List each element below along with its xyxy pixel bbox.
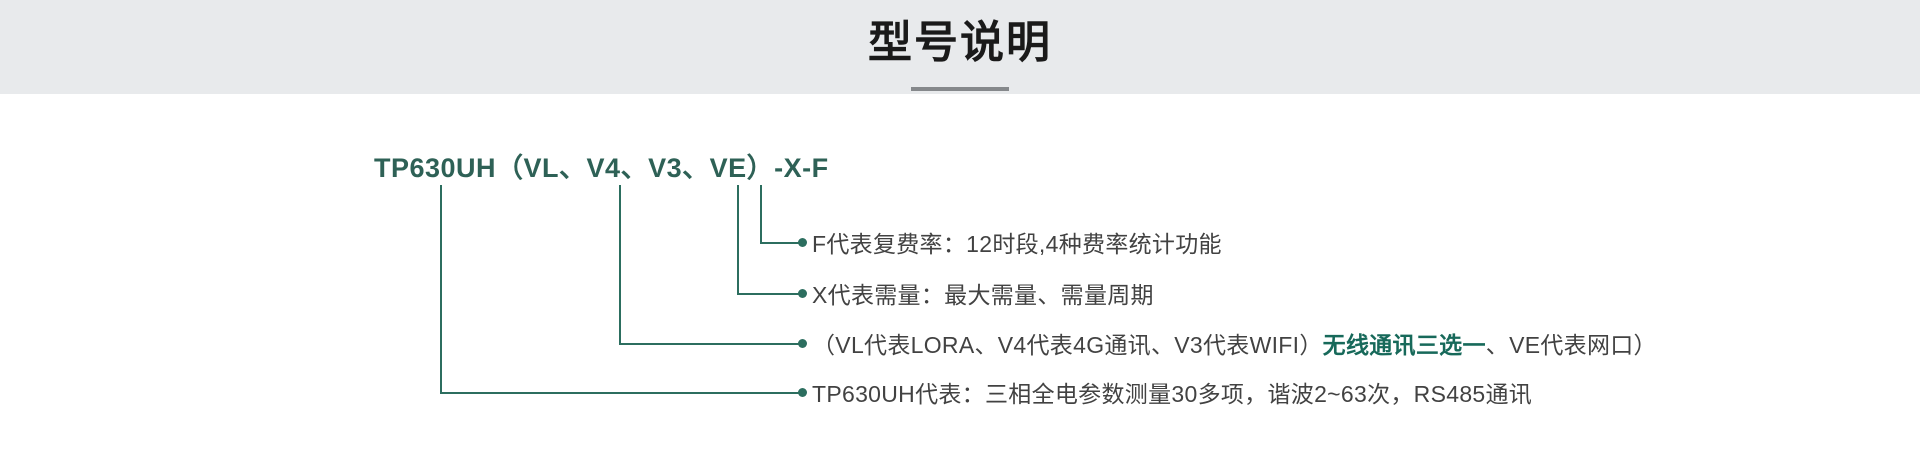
model-code: TP630UH（VL、V4、V3、VE）-X-F <box>374 153 829 183</box>
model-part-description-wireless: （VL代表LORA、V4代表4G通讯、V3代表WIFI）无线通讯三选一、VE代表… <box>812 326 1657 360</box>
model-part-description-f: F代表复费率：12时段,4种费率统计功能 <box>812 231 1222 257</box>
model-part-row-wireless: （VL代表LORA、V4代表4G通讯、V3代表WIFI）无线通讯三选一、VE代表… <box>798 327 1657 359</box>
model-part-row-f: F代表复费率：12时段,4种费率统计功能 <box>798 226 1222 258</box>
connector-line-base-model <box>440 185 802 394</box>
section-header: 型号说明 <box>0 0 1920 94</box>
model-diagramram: TP630UH（VL、V4、V3、VE）-X-F F代表复费率：12时段,4种费… <box>0 94 1920 460</box>
bullet-icon <box>798 237 807 247</box>
wireless-options-suffix: 、VE代表网口） <box>1485 332 1657 358</box>
title-divider <box>911 87 1009 91</box>
model-part-description-x: X代表需量：最大需量、需量周期 <box>812 282 1154 308</box>
wireless-options-prefix: （VL代表LORA、V4代表4G通讯、V3代表WIFI） <box>812 332 1323 358</box>
model-part-row-base: TP630UH代表：三相全电参数测量30多项，谐波2~63次，RS485通讯 <box>798 376 1532 408</box>
bullet-icon <box>798 338 807 348</box>
model-part-description-base: TP630UH代表：三相全电参数测量30多项，谐波2~63次，RS485通讯 <box>812 381 1533 407</box>
connector-line-wireless <box>619 185 802 345</box>
bullet-icon <box>798 288 807 298</box>
connector-line-f <box>760 185 802 244</box>
wireless-highlight: 无线通讯三选一 <box>1322 332 1486 358</box>
connector-line-x <box>737 185 802 295</box>
bullet-icon <box>798 387 807 397</box>
model-part-row-x: X代表需量：最大需量、需量周期 <box>798 277 1154 309</box>
page-title: 型号说明 <box>868 18 1052 67</box>
